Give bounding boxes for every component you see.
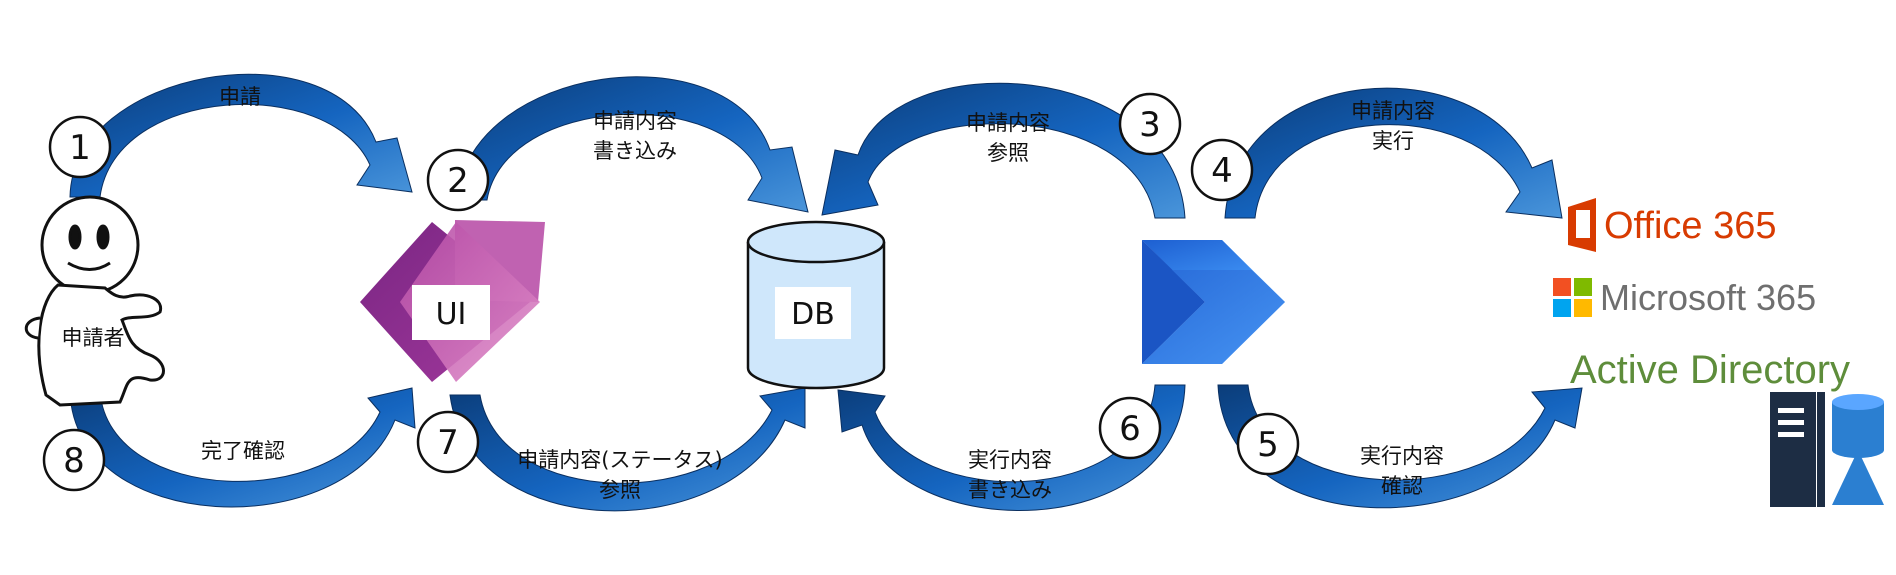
step-number-1: 1 — [48, 115, 112, 179]
arrow-step-1 — [69, 73, 413, 198]
step-number-4: 4 — [1190, 138, 1254, 202]
step-number-6: 6 — [1098, 396, 1162, 460]
microsoft-logo-icon — [1553, 278, 1592, 317]
step-4-label-line1: 申請内容 — [1351, 99, 1435, 123]
step-8-label: 完了確認 — [201, 439, 285, 463]
active-directory-label: Active Directory — [1570, 348, 1850, 392]
step-7-label-line1: 申請内容(ステータス) — [517, 448, 722, 472]
svg-text:6: 6 — [1119, 409, 1141, 449]
svg-text:2: 2 — [447, 161, 469, 201]
applicant-body — [37, 283, 165, 407]
step-5-label-line1: 実行内容 — [1360, 444, 1444, 468]
svg-text:5: 5 — [1257, 425, 1279, 465]
svg-text:1: 1 — [69, 128, 91, 168]
step-7-label-line2: 参照 — [599, 478, 641, 502]
step-4-label-line2: 実行 — [1372, 129, 1414, 153]
step-3-label-line1: 申請内容 — [966, 111, 1050, 135]
svg-text:8: 8 — [63, 441, 85, 481]
applicant-figure — [24, 195, 165, 407]
step-number-3: 3 — [1118, 92, 1182, 156]
powerapps-logo — [360, 220, 545, 382]
arrow-step-3 — [821, 82, 1186, 219]
office365-label: Office 365 — [1604, 205, 1777, 247]
arrow-step-8 — [69, 387, 416, 508]
arrow-step-7 — [449, 387, 806, 512]
arrow-step-2 — [456, 76, 809, 213]
step-1-label: 申請 — [219, 85, 261, 109]
db-label: DB — [791, 297, 835, 332]
ui-label: UI — [436, 297, 467, 332]
applicant-label: 申請者 — [62, 326, 125, 350]
arrow-step-5 — [1217, 384, 1583, 509]
db-cylinder — [746, 220, 886, 390]
arrow-step-4 — [1224, 87, 1563, 219]
step-3-label-line2: 参照 — [987, 141, 1029, 165]
step-6-label-line2: 書き込み — [968, 478, 1052, 502]
step-number-8: 8 — [42, 428, 106, 492]
microsoft365-label: Microsoft 365 — [1600, 277, 1816, 318]
step-2-label-line1: 申請内容 — [593, 109, 677, 133]
step-number-7: 7 — [416, 410, 480, 474]
applicant-head — [40, 195, 140, 295]
svg-text:7: 7 — [437, 423, 459, 463]
arrow-step-6 — [837, 384, 1186, 512]
powerautomate-logo — [1142, 240, 1285, 364]
step-5-label-line2: 確認 — [1381, 474, 1423, 498]
svg-text:3: 3 — [1139, 105, 1161, 145]
step-2-label-line2: 書き込み — [593, 139, 677, 163]
ui-label-box — [412, 285, 490, 340]
svg-text:4: 4 — [1211, 151, 1233, 191]
office365-icon — [1568, 198, 1596, 252]
server-db-icon — [1770, 392, 1884, 507]
step-number-5: 5 — [1236, 412, 1300, 476]
step-6-label-line1: 実行内容 — [968, 448, 1052, 472]
step-number-2: 2 — [426, 148, 490, 212]
db-label-box — [775, 287, 851, 339]
